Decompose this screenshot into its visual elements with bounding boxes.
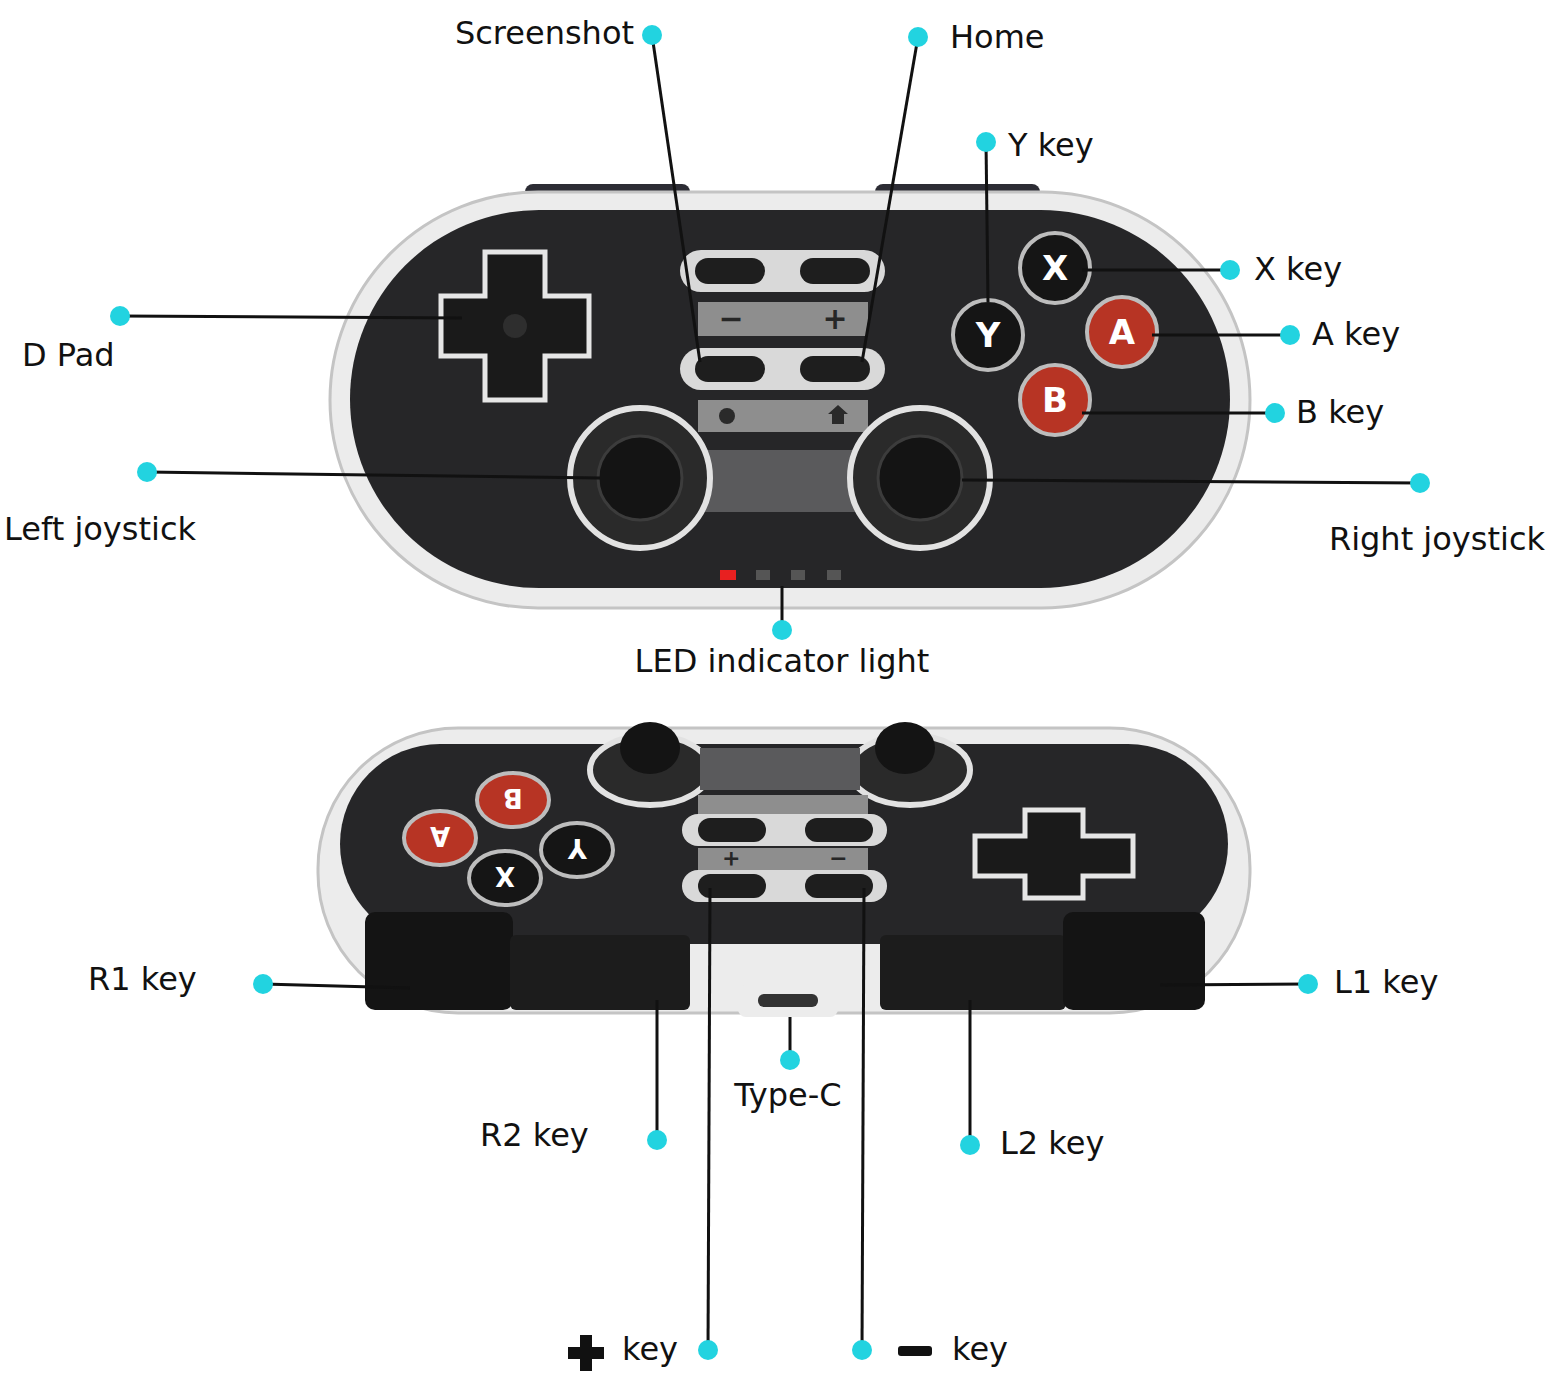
plus-button xyxy=(698,874,766,898)
callout-label: key xyxy=(952,1330,1008,1368)
d-pad xyxy=(441,252,589,400)
button-letter: A xyxy=(430,820,450,851)
port-housing xyxy=(738,985,838,1017)
d-pad xyxy=(975,810,1133,898)
label-strip xyxy=(698,795,868,815)
x-button xyxy=(469,851,541,905)
screen-area xyxy=(700,748,860,790)
minus-icon xyxy=(898,1346,932,1356)
plus-icon xyxy=(568,1335,604,1371)
callout-label: L2 key xyxy=(1000,1124,1104,1162)
button xyxy=(805,818,873,842)
callout-label: Y key xyxy=(1008,126,1094,164)
b-button xyxy=(477,773,549,827)
y-button xyxy=(541,823,613,877)
callout-label: B key xyxy=(1296,393,1384,431)
button-letter: Y xyxy=(568,832,587,863)
callout-label: Screenshot xyxy=(455,14,634,52)
plus-button xyxy=(800,258,870,284)
button-frame xyxy=(682,814,887,846)
screenshot-button xyxy=(695,356,765,382)
label-strip xyxy=(698,302,868,336)
controller-shell xyxy=(330,192,1250,608)
led-light xyxy=(756,570,770,580)
button-letter: Y xyxy=(976,315,1001,356)
panel-symbol: + xyxy=(822,301,847,337)
type-c-port xyxy=(758,994,818,1007)
callout-label: key xyxy=(622,1330,678,1368)
callout-label: D Pad xyxy=(22,336,115,374)
callout-label: Left joystick xyxy=(4,510,196,548)
a-button xyxy=(404,811,476,865)
x-button xyxy=(1020,233,1090,303)
d-pad-center xyxy=(503,314,527,338)
r2-trigger xyxy=(510,935,690,1010)
led-light xyxy=(791,570,805,580)
b-button xyxy=(1020,365,1090,435)
button-letter: A xyxy=(1109,312,1135,353)
joystick xyxy=(620,722,680,774)
callout-label: X key xyxy=(1254,250,1342,288)
button-letter: B xyxy=(1042,380,1068,421)
left-joystick xyxy=(598,436,682,520)
button-letter: B xyxy=(503,782,523,813)
home-symbol xyxy=(828,405,848,424)
callout-label: LED indicator light xyxy=(635,642,930,680)
leader-lines xyxy=(120,35,1420,1350)
callout-label: A key xyxy=(1312,315,1400,353)
button-letter: X xyxy=(495,860,515,891)
button-frame xyxy=(680,250,885,292)
callout-label: Type-C xyxy=(734,1076,841,1114)
panel-symbol: − xyxy=(829,846,847,872)
l2-trigger xyxy=(880,935,1066,1010)
l1-bumper xyxy=(1063,912,1205,1010)
minus-button xyxy=(695,258,765,284)
controller-shell xyxy=(318,728,1250,1013)
screen-area xyxy=(700,450,860,512)
led-light xyxy=(720,570,736,580)
button-frame xyxy=(680,348,885,390)
right-joystick xyxy=(878,436,962,520)
callout-label: Right joystick xyxy=(1329,520,1545,558)
button-letter: X xyxy=(1042,248,1068,289)
led-light xyxy=(827,570,841,580)
a-button xyxy=(1087,297,1157,367)
controller-face xyxy=(350,210,1230,588)
callout-label: Home xyxy=(950,18,1045,56)
panel-symbol: + xyxy=(722,846,740,872)
callout-label: L1 key xyxy=(1334,963,1438,1001)
panel-symbol: − xyxy=(718,301,743,337)
callout-label: R2 key xyxy=(480,1116,589,1154)
y-button xyxy=(953,300,1023,370)
home-button xyxy=(800,356,870,382)
joystick xyxy=(875,722,935,774)
label-strip xyxy=(698,400,868,432)
joystick-ring xyxy=(850,408,990,548)
button xyxy=(698,818,766,842)
r1-bumper xyxy=(365,912,513,1010)
callout-dots xyxy=(110,25,1430,1360)
callout-label: R1 key xyxy=(88,960,197,998)
screenshot-symbol xyxy=(719,408,735,424)
button-frame xyxy=(682,870,887,902)
